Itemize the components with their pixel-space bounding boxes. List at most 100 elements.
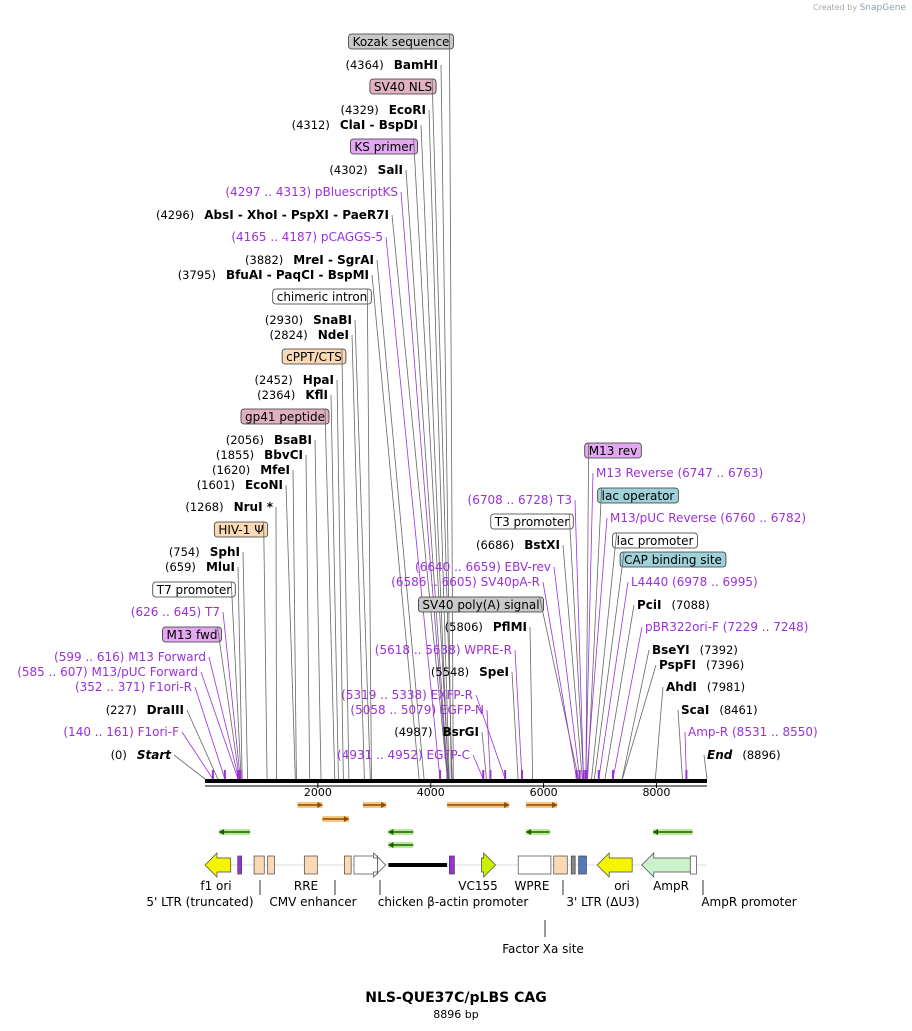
restriction-site-label: SalI(4302)	[329, 163, 403, 177]
restriction-site-label: End(8896)	[707, 748, 781, 762]
leader-line	[351, 334, 365, 780]
leader-line	[420, 124, 449, 780]
enzyme-name: MreI - SgrAI	[293, 253, 374, 267]
feature-label: T7 promoter	[152, 581, 236, 598]
enzyme-position: (2056)	[226, 433, 264, 447]
enzyme-position: (1601)	[197, 478, 235, 492]
leader-line	[621, 664, 657, 780]
primer-leader	[542, 581, 578, 780]
leader-line	[217, 626, 240, 780]
restriction-site-label: MfeI(1620)	[212, 463, 290, 477]
enzyme-name: BsrGI	[442, 725, 479, 739]
primer-leader	[586, 517, 608, 780]
feature-label: gp41 peptide	[240, 408, 330, 425]
restriction-site-label: DraIII (227)	[106, 703, 184, 717]
restriction-site-label: BbvCI(1855)	[216, 448, 303, 462]
enzyme-name: BamHI	[394, 58, 438, 72]
primer-mark	[521, 770, 524, 779]
primer-label: M13 Reverse (6747 .. 6763)	[596, 466, 763, 480]
enzyme-name: NruI *	[234, 500, 274, 514]
feature-label-text: cPPT/CTS	[286, 350, 342, 364]
feature-label-text: Kozak sequence	[353, 35, 450, 49]
enzyme-name: DraIII	[147, 703, 184, 717]
primer-leader	[475, 694, 506, 780]
leader-line	[173, 754, 206, 780]
restriction-site-label: PciI(7088)	[637, 598, 710, 612]
feature-label-text: SV40 poly(A) signal	[422, 598, 539, 612]
leader-line	[366, 288, 372, 780]
feature-name: VC155	[458, 879, 498, 893]
feature-name: ori	[614, 879, 630, 893]
feature-label-box	[349, 138, 419, 155]
leader-line	[703, 754, 708, 780]
primer-mark	[482, 770, 485, 779]
primer-leader	[612, 626, 643, 780]
primer-leader	[200, 671, 239, 780]
restriction-site-label: ScaI (8461)	[681, 703, 758, 717]
snapgene-logo: SnapGene	[859, 3, 906, 13]
enzyme-position: (5548)	[431, 665, 469, 679]
feature-name: 3' LTR (ΔU3)	[566, 895, 639, 909]
restriction-site-label: BsrGI(4987)	[394, 725, 479, 739]
enzyme-name: BsaBI	[274, 433, 312, 447]
primer-mark	[575, 770, 578, 779]
primer-mark	[237, 770, 240, 779]
feature-name: CMV enhancer	[269, 895, 356, 909]
primer-mark	[611, 770, 614, 779]
leader-line	[585, 442, 590, 780]
leader-line	[481, 731, 487, 780]
restriction-site-label: SpeI(5548)	[431, 665, 509, 679]
enzyme-name: BfuAI - PaqCI - BspMI	[226, 268, 369, 282]
leader-line	[562, 544, 583, 780]
leader-line	[292, 469, 297, 780]
primer-mark	[597, 770, 600, 779]
enzyme-name: ClaI - BspDI	[340, 118, 418, 132]
feature-block	[373, 852, 387, 878]
leader-line	[568, 513, 585, 780]
axis-tick-label: 2000	[304, 786, 332, 799]
orf-arrowhead	[343, 816, 349, 822]
feature-label-text: M13 rev	[589, 444, 638, 458]
leader-line	[237, 566, 243, 780]
primer-mark	[446, 770, 449, 779]
enzyme-position: (7392)	[700, 643, 738, 657]
feature-label-text: T7 promoter	[156, 583, 232, 597]
feature-name: chicken β-actin promoter	[378, 895, 529, 909]
enzyme-name: PflMI	[493, 620, 527, 634]
leader-line	[376, 259, 425, 780]
primer-mark	[239, 770, 242, 779]
leader-line	[314, 439, 322, 780]
axis-tick-label: 4000	[417, 786, 445, 799]
snapgene-credit: Created by SnapGene	[813, 3, 906, 13]
feature-label-box	[619, 551, 727, 568]
primer-leader	[574, 499, 584, 780]
enzyme-position: (227)	[106, 703, 137, 717]
feature-label-text: lac operator	[602, 489, 675, 503]
enzyme-name: MluI	[206, 560, 235, 574]
enzyme-position: (2930)	[265, 313, 303, 327]
f1-ori-feature	[204, 852, 232, 878]
primer-label: M13/pUC Reverse (6760 .. 6782)	[610, 511, 806, 525]
leader-line	[336, 379, 344, 780]
axis-tick-label: 6000	[530, 786, 558, 799]
feature-label-box	[584, 442, 642, 459]
enzyme-name: BbvCI	[264, 448, 303, 462]
enzyme-position: (8461)	[719, 703, 757, 717]
enzyme-name: SnaBI	[313, 313, 352, 327]
leader-line	[285, 484, 296, 780]
feature-label-box	[213, 521, 269, 538]
primer-label: (6586 .. 6605) SV40pA-R	[391, 575, 540, 589]
feature-label-text: lac promoter	[617, 534, 694, 548]
primer-label: (140 .. 161) F1ori-F	[63, 725, 179, 739]
feature-label-box	[240, 408, 330, 425]
primer-label: (5058 .. 5079) EGFP-N	[350, 703, 484, 717]
enzyme-name: Start	[137, 748, 172, 762]
primer-label: (5618 .. 5638) WPRE-R	[375, 643, 512, 657]
orf-arrowhead	[388, 829, 394, 835]
leader-line	[539, 596, 579, 780]
feature-name: Factor Xa site	[502, 942, 584, 956]
enzyme-name: ScaI	[681, 703, 709, 717]
feature-name: RRE	[294, 879, 318, 893]
enzyme-name: HpaI	[303, 373, 334, 387]
leader-line	[263, 521, 268, 780]
